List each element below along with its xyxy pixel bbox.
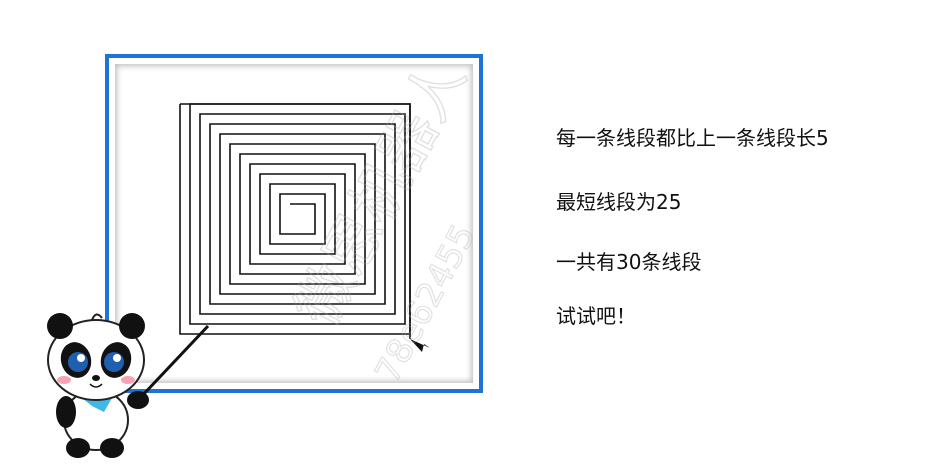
panda-nose [92, 375, 100, 381]
spiral-path [179, 103, 411, 335]
panda-scarf [82, 398, 112, 412]
panda-leg-right [100, 438, 124, 458]
instruction-line-2: 最短线段为25 [556, 190, 682, 214]
pointer-stick [138, 324, 210, 400]
panda-cheek-left [57, 376, 71, 384]
drawing-canvas-frame [105, 54, 483, 393]
panda-eye-left [68, 352, 88, 372]
panda-head [47, 319, 145, 401]
spiral-outer-segment [180, 103, 411, 339]
drawing-canvas [115, 64, 473, 383]
turtle-arrow-icon [410, 339, 430, 352]
instruction-line-1: 每一条线段都比上一条线段长5 [556, 126, 829, 150]
instruction-line-3: 一共有30条线段 [556, 250, 702, 274]
panda-ear-left [47, 313, 73, 339]
panda-eye-right [104, 352, 124, 372]
panda-ear-right [119, 313, 145, 339]
panda-hair [91, 313, 103, 321]
panda-arm-left [56, 396, 76, 428]
instruction-line-4: 试试吧！ [556, 304, 636, 328]
panda-arm-right [127, 391, 149, 409]
panda-leg-left [66, 438, 90, 458]
panda-cheek-right [121, 376, 135, 384]
panda-mouth [89, 383, 103, 388]
